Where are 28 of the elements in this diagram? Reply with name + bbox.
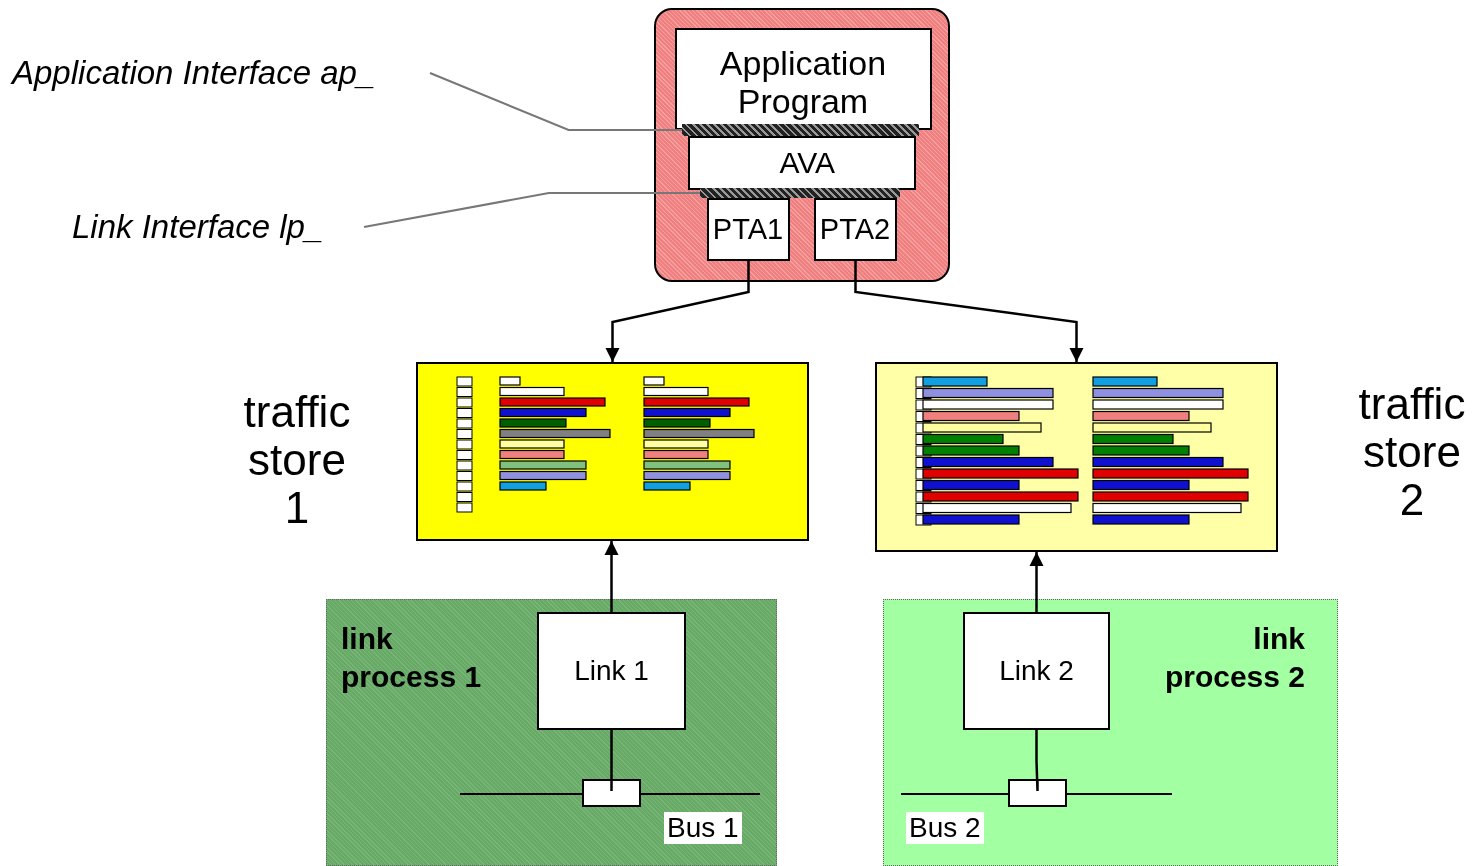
bus-connector [582,779,641,807]
leader-line [429,72,683,131]
arrow [605,261,750,362]
link-box: Link 1 [537,612,686,730]
layer-box: AVA [687,135,916,190]
arrow [1029,552,1044,612]
store-label: traffic store 2 [1357,380,1467,524]
process-label: link process 2 [1163,621,1305,695]
program-box: Application Program [674,27,932,130]
interface-label: Link Interface lp_ [72,206,362,248]
interface-strip [699,187,900,198]
connector-line [1035,730,1039,793]
bus-connector [1008,779,1067,807]
adapter-box: PTA1 [706,197,790,261]
connector-line [610,730,613,793]
process-area [883,599,1338,866]
process-label: link process 1 [341,621,483,695]
arrow [854,261,1084,362]
leader-line [363,192,701,228]
arrow [604,541,619,612]
adapter-box: PTA2 [813,197,897,261]
bus-label: Bus 1 [664,812,742,844]
module-container [654,8,950,282]
store-label: traffic store 1 [242,388,352,532]
interface-label: Application Interface ap_ [12,52,428,94]
process-area [326,599,777,866]
bus-label: Bus 2 [906,812,984,844]
link-box: Link 2 [963,612,1110,730]
